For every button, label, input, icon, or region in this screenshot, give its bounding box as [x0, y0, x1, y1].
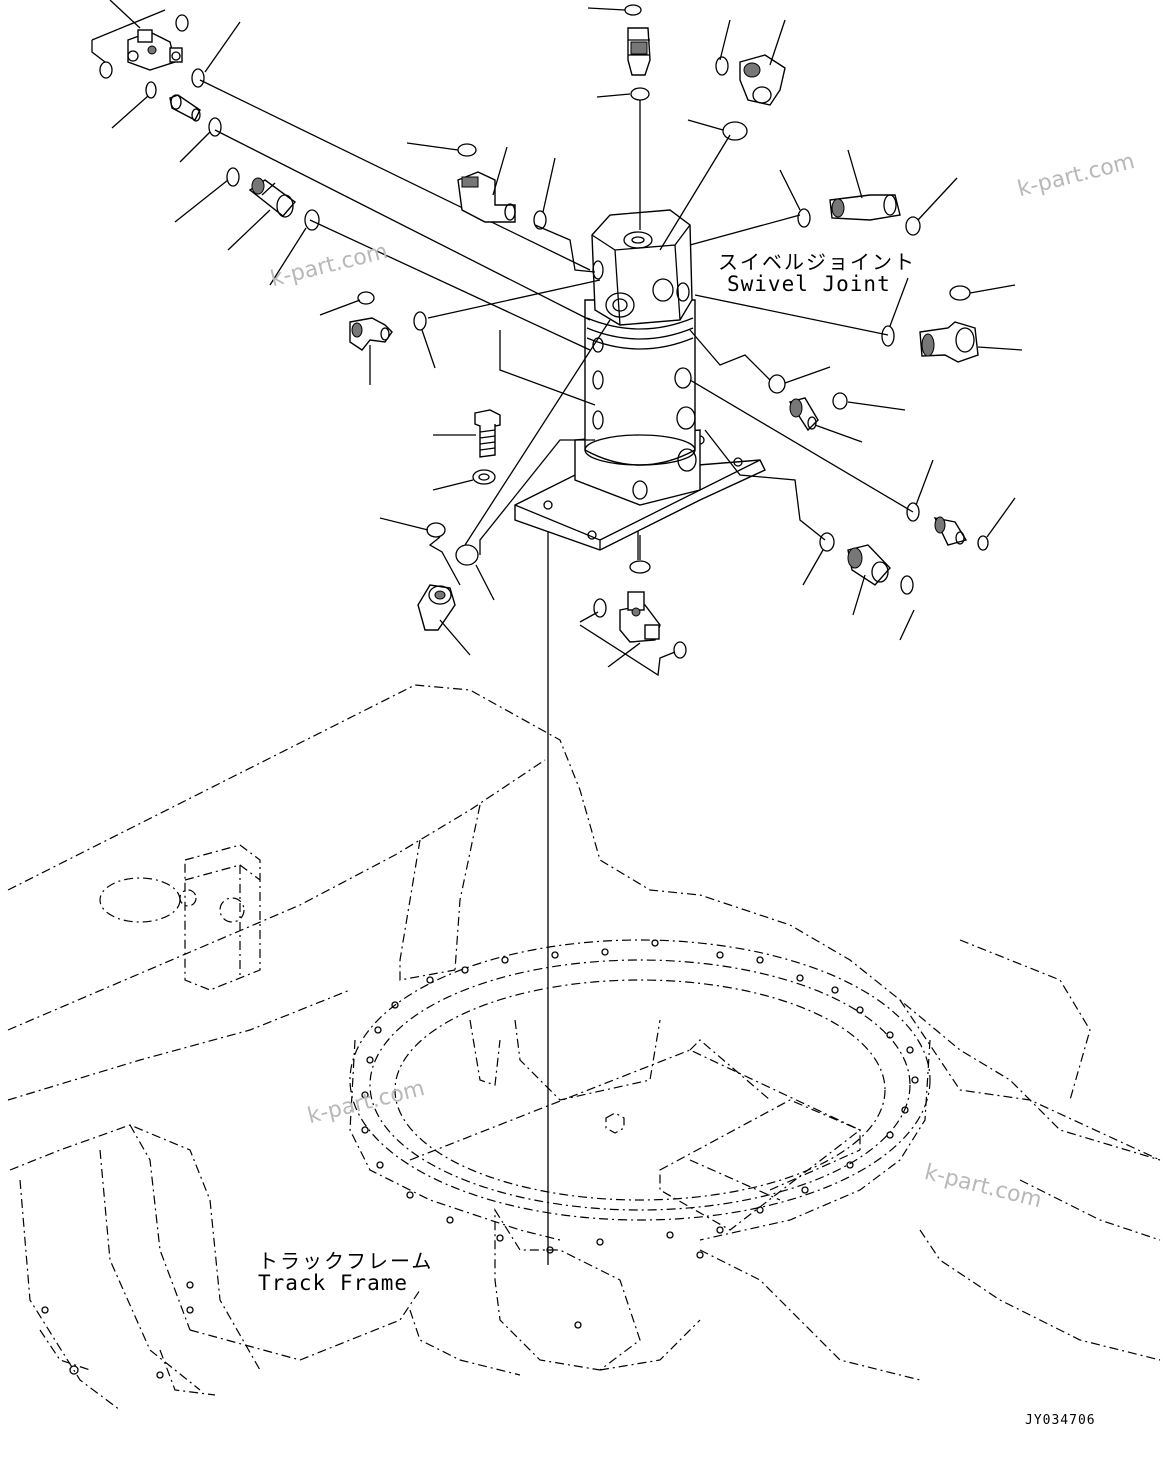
- track-frame-icon: [7, 684, 1161, 1411]
- straight-fitting-icon: [829, 194, 901, 221]
- washer-icon: [472, 469, 496, 485]
- tee-fitting-icon: [127, 29, 183, 71]
- drawing-code: JY034706: [1025, 1413, 1096, 1428]
- straight-fitting-icon: [847, 544, 891, 586]
- track-frame-label-jp: トラックフレーム: [258, 1249, 434, 1273]
- straight-fitting-icon: [788, 397, 819, 432]
- bolt-icon: [474, 409, 501, 458]
- callout-lines: [91, 0, 1023, 677]
- straight-fitting-icon: [169, 94, 201, 122]
- tee-fitting-icon: [619, 591, 661, 643]
- swivel-joint-label-en: Swivel Joint: [727, 272, 891, 296]
- straight-fitting-icon: [933, 516, 968, 546]
- track-frame-label-en: Track Frame: [258, 1271, 409, 1295]
- elbow-fitting-icon: [919, 321, 979, 363]
- elbow-fitting-icon: [457, 171, 516, 223]
- elbow-fitting-icon: [739, 54, 786, 106]
- leader-lines: [199, 79, 914, 560]
- straight-fitting-icon: [417, 584, 456, 631]
- swivel-joint-label-jp: スイベルジョイント: [718, 250, 916, 274]
- straight-fitting-icon: [248, 177, 297, 218]
- elbow-fitting-icon: [349, 317, 393, 351]
- straight-fitting-icon: [627, 27, 651, 76]
